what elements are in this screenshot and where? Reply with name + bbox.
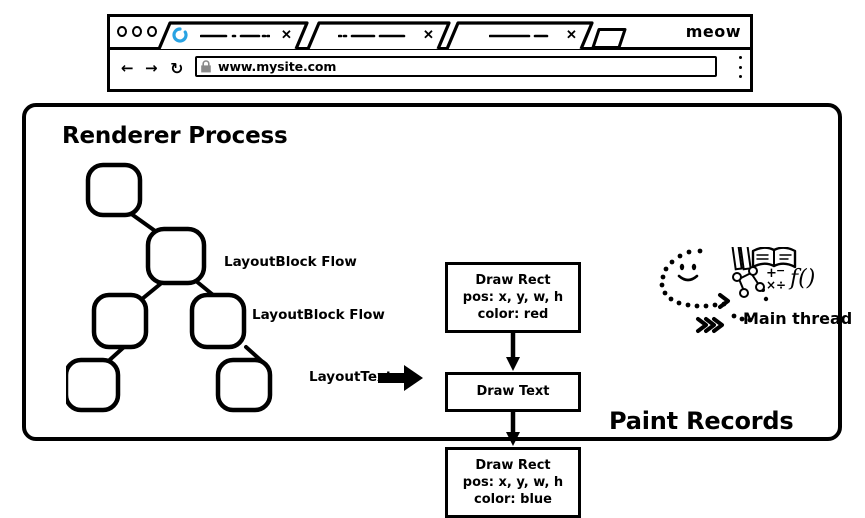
- tab-close-icon-3[interactable]: ✕: [566, 27, 577, 42]
- paint-flow-arrow-2: [506, 412, 520, 446]
- paint-records-title: Paint Records: [609, 407, 794, 435]
- reload-button[interactable]: ↻: [170, 59, 184, 78]
- overflow-menu-icon[interactable]: [738, 56, 742, 78]
- browser-brand-label: meow: [685, 22, 741, 41]
- page-title: Renderer Process: [62, 123, 288, 149]
- back-button[interactable]: ←: [121, 59, 134, 77]
- browser-tab-2[interactable]: ✕: [306, 21, 452, 50]
- tree-label-layoutblock-flow-2: LayoutBlock Flow: [252, 307, 385, 323]
- tab-shape: [306, 21, 451, 50]
- renderer-process-panel: Renderer Process LayoutBlock Flow Layout…: [22, 103, 852, 518]
- chevron-arrows-icon: [696, 293, 730, 333]
- tree-node-left-child: [91, 292, 149, 350]
- forward-button[interactable]: →: [145, 59, 158, 77]
- tab-title-scribble: [338, 34, 406, 38]
- padlock-icon: [201, 60, 211, 73]
- layout-tree-diagram: LayoutBlock Flow LayoutBlock Flow Layout…: [63, 157, 396, 417]
- paint-record-line: Draw Text: [476, 384, 550, 400]
- main-thread-label: Main thread: [743, 309, 853, 328]
- tree-label-layouttext: LayoutText: [309, 369, 393, 385]
- window-close-dot[interactable]: [117, 26, 127, 37]
- window-controls: [117, 26, 157, 37]
- url-bar[interactable]: www.mysite.com: [195, 56, 717, 77]
- svg-text:×: ×: [766, 278, 776, 292]
- main-thread-illustration: + − × ÷ f() Main thread: [656, 243, 856, 342]
- browser-window: ✕ ✕ ✕ m: [107, 14, 753, 92]
- paint-record-line: pos: x, y, w, h: [462, 474, 564, 490]
- open-book-icon: [751, 246, 797, 269]
- url-text: www.mysite.com: [218, 59, 337, 74]
- tree-node-right-child: [189, 292, 247, 350]
- tree-node-left-leaf: [63, 357, 121, 413]
- tree-node-right-leaf: [215, 357, 273, 413]
- main-thread-graphic: + − × ÷ f(): [659, 243, 815, 333]
- smiley-face-icon: [677, 263, 699, 282]
- paint-record-draw-rect-blue: Draw Rect pos: x, y, w, h color: blue: [445, 447, 581, 518]
- flow-arrow-right-icon: [378, 365, 423, 391]
- tab-strip: ✕ ✕ ✕ m: [110, 17, 750, 50]
- paint-record-line: color: red: [477, 307, 549, 323]
- address-bar-row: ← → ↻ www.mysite.com: [110, 50, 750, 92]
- notebook-icon: [731, 243, 752, 271]
- loading-spinner-icon: [172, 27, 188, 43]
- layout-tree-graph: [63, 162, 273, 413]
- paint-record-draw-rect-red: Draw Rect pos: x, y, w, h color: red: [445, 262, 581, 333]
- paint-record-line: color: blue: [474, 492, 552, 508]
- paint-record-line: Draw Rect: [475, 272, 551, 288]
- svg-text:+: +: [766, 266, 777, 281]
- paint-record-line: Draw Rect: [475, 457, 551, 473]
- tree-node-block-flow: [145, 226, 207, 286]
- function-icon: f(): [788, 266, 815, 291]
- paint-flow-arrow-1: [506, 333, 520, 371]
- node-graph-icon: [732, 266, 765, 298]
- browser-tab-3[interactable]: ✕: [445, 21, 595, 50]
- tab-close-icon-2[interactable]: ✕: [423, 27, 434, 42]
- window-maximize-dot[interactable]: [147, 26, 157, 37]
- tree-node-root: [85, 162, 143, 218]
- tab-title-scribble: [200, 34, 270, 38]
- browser-tab-1[interactable]: ✕: [157, 21, 310, 50]
- paint-record-draw-text: Draw Text: [445, 372, 581, 412]
- window-minimize-dot[interactable]: [132, 26, 142, 37]
- svg-text:f(): f(): [788, 266, 815, 291]
- svg-text:−: −: [776, 264, 785, 277]
- tree-label-layoutblock-flow-1: LayoutBlock Flow: [224, 254, 357, 270]
- tab-title-scribble: [489, 34, 549, 38]
- paint-record-line: pos: x, y, w, h: [462, 289, 564, 305]
- new-tab-button[interactable]: [591, 24, 627, 53]
- math-symbols-icon: + − × ÷: [766, 264, 786, 292]
- svg-text:÷: ÷: [776, 278, 786, 292]
- tab-close-icon-1[interactable]: ✕: [281, 27, 292, 42]
